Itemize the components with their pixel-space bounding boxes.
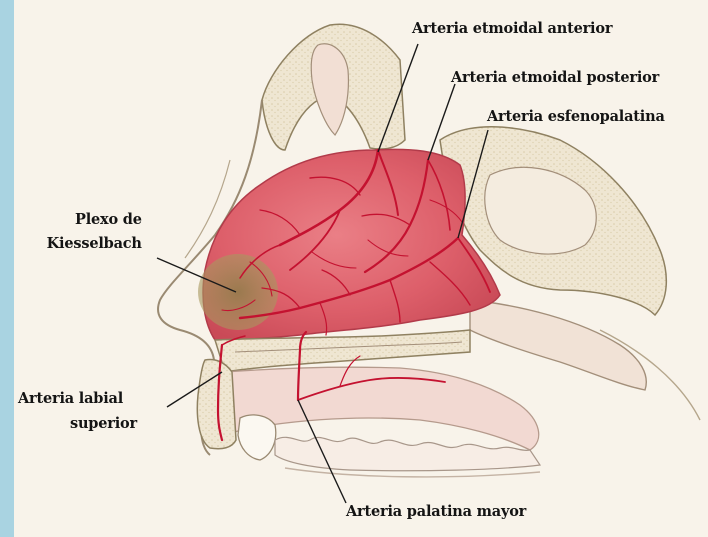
label-arteria-etmoidal-anterior: Arteria etmoidal anterior [412, 20, 612, 37]
label-arteria-labial-superior: Arteria labial superior [18, 390, 137, 432]
label-arteria-etmoidal-posterior: Arteria etmoidal posterior [451, 69, 659, 86]
upper-lip [197, 360, 236, 449]
soft-palate [470, 300, 646, 390]
teeth-row [275, 437, 540, 470]
label-line-2: superior [18, 415, 137, 432]
label-text: Arteria palatina mayor [346, 503, 526, 520]
label-line-2: Kiesselbach [19, 235, 142, 252]
incisor-tooth [238, 415, 276, 460]
label-plexo-kiesselbach: Plexo de Kiesselbach [61, 211, 142, 252]
label-line-1: Plexo de [61, 211, 142, 228]
label-line-1: Arteria labial [18, 390, 137, 407]
label-arteria-palatina-mayor: Arteria palatina mayor [346, 503, 526, 520]
label-arteria-esfenopalatina: Arteria esfenopalatina [487, 108, 665, 125]
kiesselbach-plexus [198, 254, 278, 330]
label-text: Arteria esfenopalatina [487, 108, 665, 125]
label-text: Arteria etmoidal posterior [451, 69, 659, 86]
label-text: Arteria etmoidal anterior [412, 20, 612, 37]
